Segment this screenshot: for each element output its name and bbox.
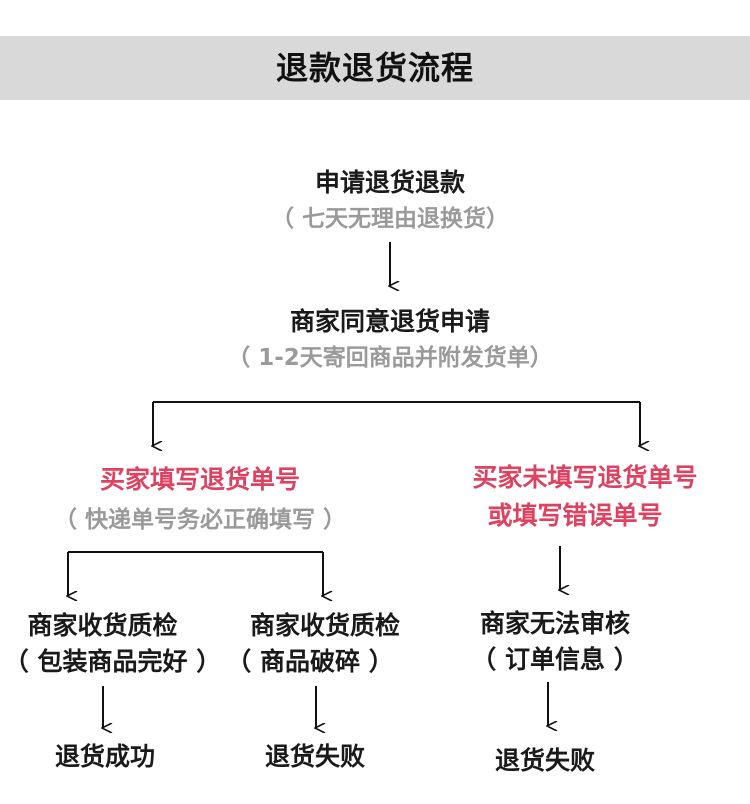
title-band bbox=[0, 36, 750, 100]
step-not-filled-line1: 买家未填写退货单号 bbox=[472, 463, 698, 492]
page-title: 退款退货流程 bbox=[275, 49, 474, 87]
result-success: 退货成功 bbox=[54, 742, 155, 771]
result-fail-unverified: 退货失败 bbox=[494, 746, 595, 775]
step-apply-note: （ 七天无理由退换货） bbox=[270, 206, 509, 232]
step-check-ok-line1: 商家收货质检 bbox=[27, 611, 178, 640]
step-cannot-verify-line1: 商家无法审核 bbox=[479, 609, 630, 638]
step-approve-label: 商家同意退货申请 bbox=[289, 307, 490, 336]
step-apply-label: 申请退货退款 bbox=[314, 168, 465, 197]
step-check-broken-line1: 商家收货质检 bbox=[249, 611, 400, 640]
step-filled-note: （ 快递单号务必正确填写 ） bbox=[53, 507, 346, 533]
step-check-ok-line2: （ 包装商品完好 ） bbox=[3, 647, 222, 676]
step-filled-label: 买家填写退货单号 bbox=[99, 465, 300, 494]
step-cannot-verify-line2: （ 订单信息 ） bbox=[471, 645, 639, 674]
step-approve-note: （ 1-2天寄回商品并附发货单） bbox=[227, 345, 553, 371]
result-fail-broken: 退货失败 bbox=[264, 742, 365, 771]
step-not-filled-line2: 或填写错误单号 bbox=[487, 501, 663, 530]
step-check-broken-line2: （ 商品破碎 ） bbox=[226, 647, 394, 676]
